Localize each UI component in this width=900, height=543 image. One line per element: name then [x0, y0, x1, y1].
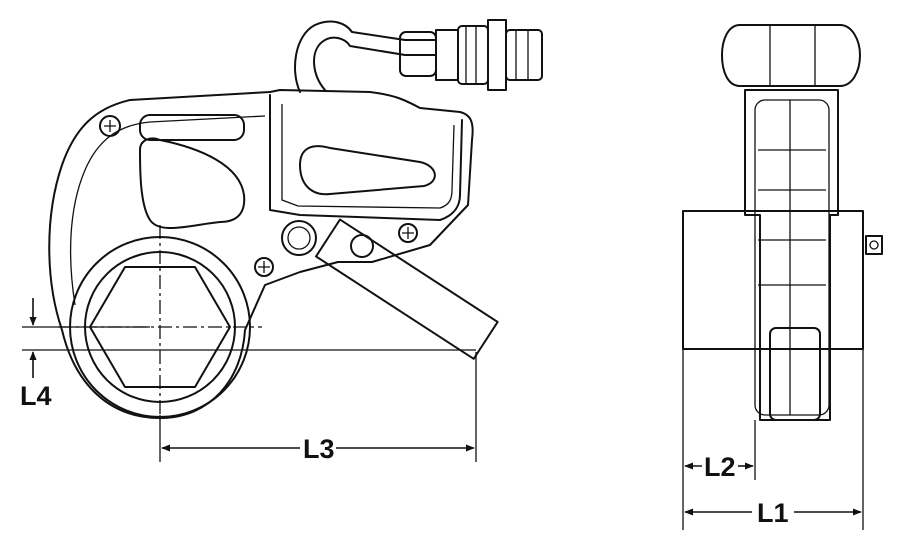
screw-icon	[99, 115, 121, 137]
screw-icon	[254, 257, 274, 277]
pivot-boss	[281, 220, 317, 256]
hose-swivel	[294, 19, 543, 93]
drive-housing	[682, 210, 864, 350]
front-body	[744, 89, 839, 421]
window-cutout	[139, 137, 246, 229]
front-body-inner	[754, 99, 830, 416]
reaction-arm	[315, 218, 499, 360]
l1-dimension	[684, 349, 864, 530]
cylinder-slot	[299, 145, 436, 196]
l2-dimension	[682, 349, 756, 530]
front-view	[682, 24, 883, 421]
swivel-head	[721, 24, 861, 87]
lower-plate	[769, 327, 821, 421]
cylinder-housing	[269, 94, 463, 221]
l4-dimension	[22, 298, 476, 378]
label-l3: L3	[303, 434, 335, 464]
cylinder-inner	[281, 104, 455, 209]
label-l2: L2	[704, 452, 736, 482]
body-inner-line	[69, 115, 266, 306]
wrench-body-outline	[48, 89, 474, 419]
label-l1: L1	[757, 498, 789, 528]
screw-icon	[398, 223, 418, 243]
reaction-arm-pin	[350, 234, 374, 258]
label-l4: L4	[20, 381, 52, 411]
handle-slot	[139, 114, 245, 141]
side-view	[48, 19, 543, 420]
pivot-boss-inner	[287, 226, 311, 250]
side-pin	[865, 235, 883, 255]
l3-dimension	[159, 352, 477, 462]
